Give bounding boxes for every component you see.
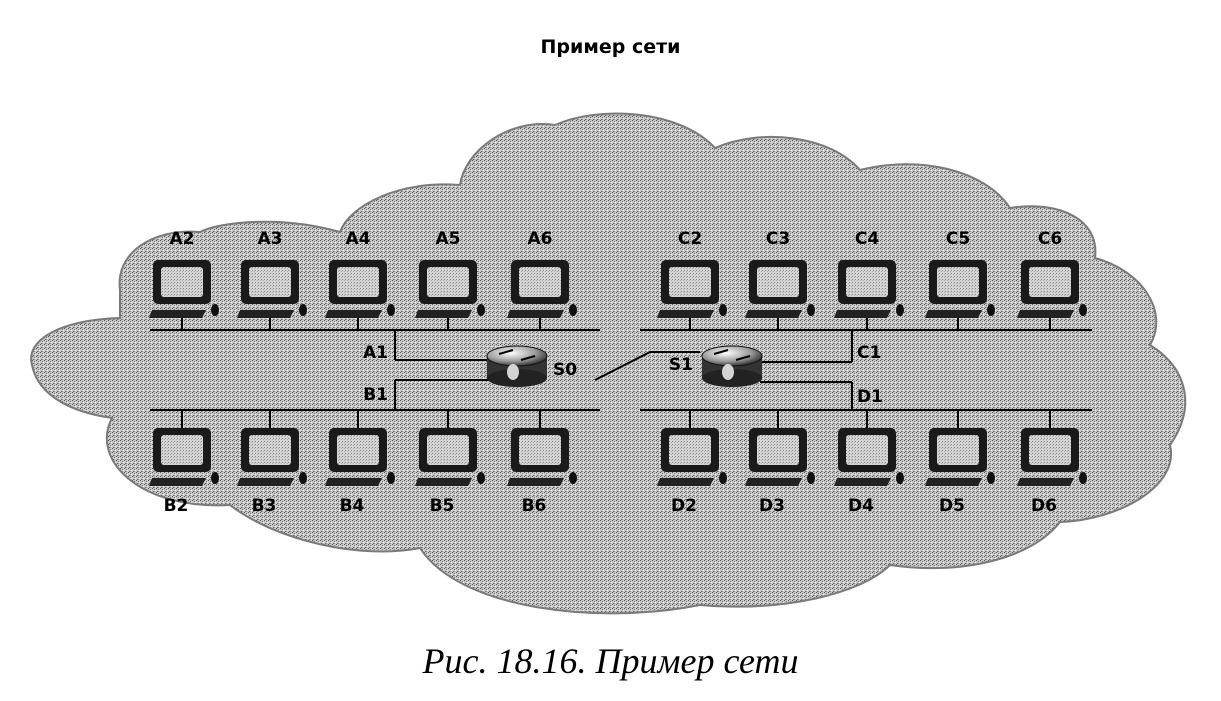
pc-label-B3: B3: [252, 496, 277, 516]
pc-label-C4: C4: [855, 229, 879, 249]
cloud-background: [30, 112, 1187, 615]
computer-D4: [834, 410, 904, 486]
computers: [149, 260, 1087, 486]
pc-label-B4: B4: [340, 496, 365, 516]
port-label-S0: S0: [553, 360, 577, 380]
routers: [486, 345, 763, 387]
computer-B2: [149, 410, 219, 486]
computer-A3: [237, 260, 307, 330]
router-links: [394, 330, 853, 410]
computer-D5: [925, 410, 995, 486]
pc-label-A6: A6: [528, 229, 553, 249]
pc-label-D4: D4: [848, 496, 874, 516]
computer-B3: [237, 410, 307, 486]
figure-caption: Рис. 18.16. Пример сети: [422, 641, 799, 681]
computer-B6: [507, 410, 577, 486]
port-label-S1: S1: [669, 355, 693, 375]
pc-label-B2: B2: [164, 496, 189, 516]
computer-C5: [925, 260, 995, 330]
pc-label-D5: D5: [939, 496, 965, 516]
pc-label-C3: C3: [766, 229, 790, 249]
pc-label-A5: A5: [436, 229, 461, 249]
pc-label-A4: A4: [346, 229, 371, 249]
figure-title: Пример сети: [540, 36, 681, 58]
computer-A6: [507, 260, 577, 330]
pc-label-D2: D2: [671, 496, 697, 516]
computer-D2: [657, 410, 727, 486]
pc-label-C6: C6: [1038, 229, 1062, 249]
port-label-B1: B1: [363, 385, 388, 405]
port-label-C1: C1: [857, 343, 881, 363]
pc-label-C2: C2: [678, 229, 702, 249]
pc-label-A3: A3: [258, 229, 283, 249]
computer-A4: [325, 260, 395, 330]
computer-A2: [149, 260, 219, 330]
pc-label-D6: D6: [1031, 496, 1057, 516]
pc-label-B6: B6: [522, 496, 547, 516]
router-right: [701, 345, 763, 387]
computer-C2: [657, 260, 727, 330]
computer-C3: [745, 260, 815, 330]
computer-B4: [325, 410, 395, 486]
computer-B5: [415, 410, 485, 486]
pc-label-B5: B5: [430, 496, 455, 516]
computer-A5: [415, 260, 485, 330]
pc-label-A2: A2: [170, 229, 195, 249]
port-label-A1: A1: [363, 343, 388, 363]
router-left: [486, 345, 548, 387]
computer-C6: [1017, 260, 1087, 330]
computer-D3: [745, 410, 815, 486]
computer-D6: [1017, 410, 1087, 486]
computer-C4: [834, 260, 904, 330]
serial-link: [594, 351, 700, 381]
port-label-D1: D1: [857, 387, 883, 407]
pc-label-D3: D3: [759, 496, 785, 516]
pc-label-C5: C5: [946, 229, 970, 249]
